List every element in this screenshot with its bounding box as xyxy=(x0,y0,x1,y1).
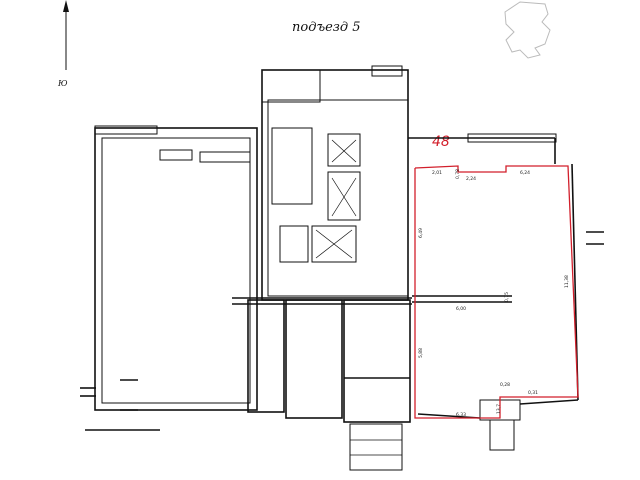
dim-label: 6,00 xyxy=(456,306,466,312)
entrance-title: подъезд 5 xyxy=(292,20,361,35)
dim-label: 6,49 xyxy=(418,228,424,238)
dim-label: 5,88 xyxy=(418,348,424,358)
north-arrow-icon xyxy=(63,0,69,70)
unit-48-outline xyxy=(414,165,579,419)
north-label: Ю xyxy=(58,79,68,88)
dimension-labels: 2,01 0,78 2,24 6,24 6,49 6,00 0,75 5,88 … xyxy=(418,169,570,418)
dim-label: 11,38 xyxy=(564,275,570,288)
dim-label: 2,01 xyxy=(432,170,442,176)
dim-label: 13,7 xyxy=(496,404,502,414)
dim-label: 6,24 xyxy=(520,170,530,176)
dim-label: 0,28 xyxy=(500,382,510,388)
walls xyxy=(80,65,604,471)
dim-label: 0,31 xyxy=(528,390,538,396)
dim-label: 2,24 xyxy=(466,176,476,182)
dim-label: 0,78 xyxy=(455,169,461,179)
dim-label: 0,75 xyxy=(504,292,510,302)
dim-label: 6,33 xyxy=(456,412,466,418)
building-outline-thumbnail xyxy=(504,1,551,59)
